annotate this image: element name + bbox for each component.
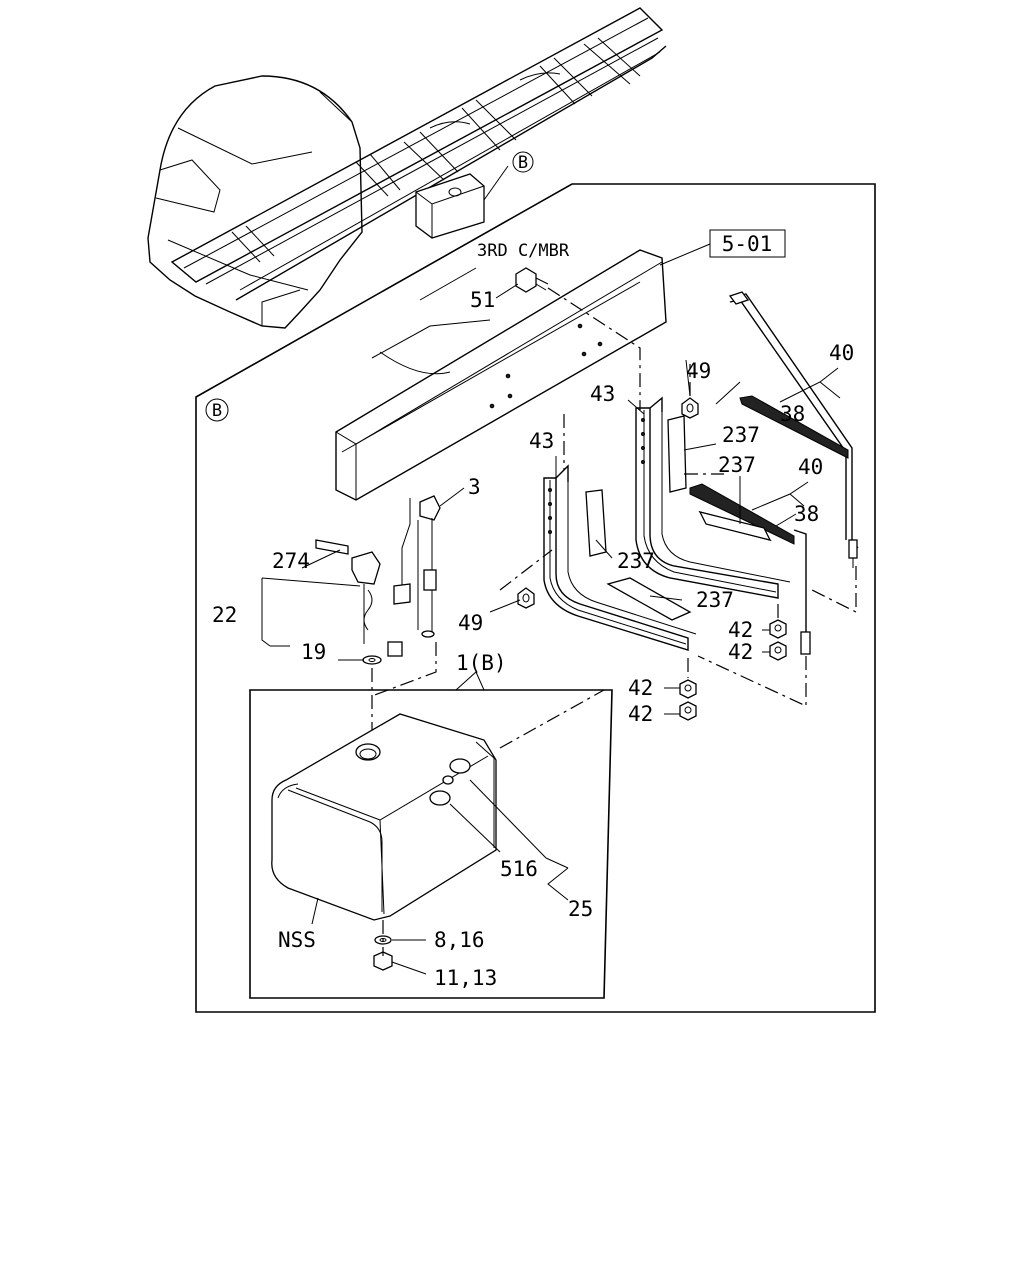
label-237-a: 237 xyxy=(722,423,760,447)
label-42-c: 42 xyxy=(628,676,653,700)
pad-237-upper xyxy=(667,415,687,493)
fuel-tank xyxy=(271,713,497,921)
label-43-left: 43 xyxy=(529,429,554,453)
detail-frame-b xyxy=(195,183,876,1013)
label-51: 51 xyxy=(470,288,495,312)
truck-chassis-illustration xyxy=(147,7,667,329)
label-38-top: 38 xyxy=(780,402,805,426)
label-42-a: 42 xyxy=(728,618,753,642)
label-516: 516 xyxy=(500,857,538,881)
section-ref-label: 5-01 xyxy=(722,232,773,256)
label-42-d: 42 xyxy=(628,702,653,726)
crossmember-label: 3RD C/MBR xyxy=(477,241,570,261)
nut-42-b xyxy=(769,641,787,661)
label-3: 3 xyxy=(468,475,481,499)
label-19: 19 xyxy=(301,640,326,664)
label-25: 25 xyxy=(568,897,593,921)
view-ref-b-frame-label: B xyxy=(212,401,222,421)
label-11-13: 11,13 xyxy=(434,966,497,990)
view-ref-b-top-label: B xyxy=(518,153,528,173)
label-42-b: 42 xyxy=(728,640,753,664)
label-49-left: 49 xyxy=(458,611,483,635)
nut-49-left xyxy=(517,587,535,609)
label-8-16: 8,16 xyxy=(434,928,485,952)
label-237-d: 237 xyxy=(696,588,734,612)
label-38-mid: 38 xyxy=(794,502,819,526)
label-22: 22 xyxy=(212,603,237,627)
fuel-tank-frame-1b xyxy=(249,689,613,999)
bolt-51 xyxy=(515,267,549,293)
pad-237-left xyxy=(585,489,607,557)
label-237-b: 237 xyxy=(718,453,756,477)
label-237-c: 237 xyxy=(617,549,655,573)
label-43-right: 43 xyxy=(590,382,615,406)
label-274: 274 xyxy=(272,549,310,573)
upper-right-strap xyxy=(728,291,859,568)
third-crossmember-beam xyxy=(335,249,667,501)
upper-right-bracket xyxy=(635,396,791,599)
nut-42-d xyxy=(679,701,697,721)
fuel-sender-unit-3 xyxy=(393,495,441,638)
label-49-top: 49 xyxy=(686,359,711,383)
label-1b: 1(B) xyxy=(456,651,507,675)
lower-left-bracket xyxy=(543,464,697,651)
view-reference-b-top: B xyxy=(512,151,534,173)
nut-42-a xyxy=(769,619,787,639)
pad-237-lower xyxy=(698,511,772,541)
pad-237-bottom xyxy=(606,577,692,621)
view-reference-b-frame: B xyxy=(205,398,229,422)
label-nss: NSS xyxy=(278,928,316,952)
nut-42-c xyxy=(679,679,697,699)
nut-49-top xyxy=(681,397,699,419)
fuel-gauge-unit-22 xyxy=(315,539,403,665)
label-40-mid: 40 xyxy=(798,455,823,479)
label-40-top: 40 xyxy=(829,341,854,365)
section-reference-5-01: 5-01 xyxy=(659,229,786,266)
